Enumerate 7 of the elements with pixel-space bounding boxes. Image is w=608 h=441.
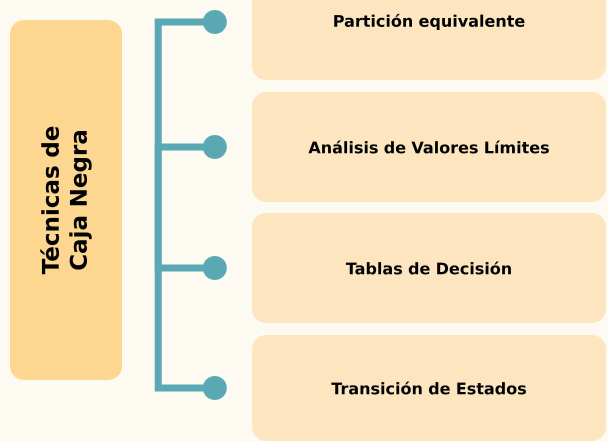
technique-box: Transición de Estados	[252, 335, 606, 441]
technique-box: Tablas de Decisión	[252, 213, 606, 323]
bracket-connector	[154, 135, 227, 200]
bracket-connector	[154, 200, 227, 400]
technique-box: Análisis de Valores Límites	[252, 92, 606, 202]
technique-box: Partición equivalente	[252, 0, 606, 80]
category-box: Técnicas de Caja Negra	[10, 20, 122, 380]
